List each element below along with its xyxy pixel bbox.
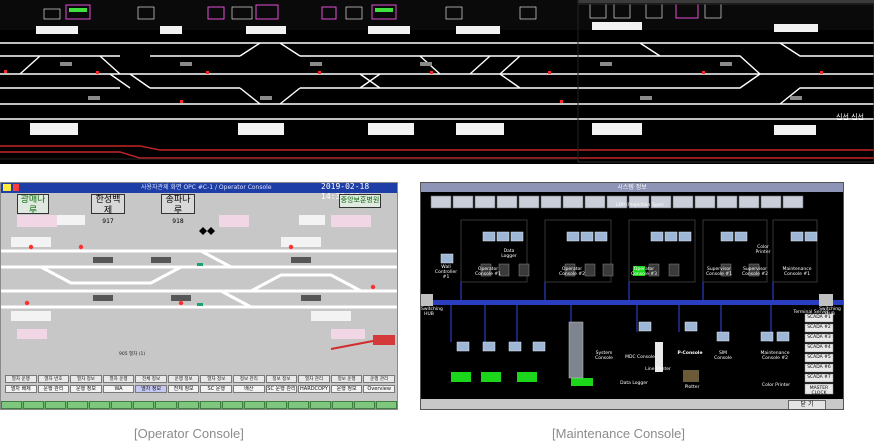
function-button[interactable]: SC 운행 관리 xyxy=(265,385,298,393)
function-button[interactable]: 열차 관리 xyxy=(298,375,330,383)
station-name-4: 중앙보훈병원 xyxy=(340,196,380,204)
function-button[interactable]: 배산 xyxy=(233,385,265,393)
maintenance-console-window: 시스템 정보 xyxy=(420,182,844,410)
hub-right-label: Switching HUB xyxy=(819,307,841,317)
overview-button[interactable]: Overview xyxy=(363,385,395,393)
lower-node-label: Plotter xyxy=(684,385,700,390)
function-button[interactable]: HARDCOPY xyxy=(298,385,330,393)
track-diagram xyxy=(0,0,874,163)
lower-node-label: Maintenance Console #2 xyxy=(760,351,790,361)
lower-node-label: SIM Console xyxy=(714,351,732,361)
function-button[interactable]: 정보 관리 xyxy=(233,375,265,383)
function-button[interactable]: 열차 정보 xyxy=(200,375,233,383)
function-button[interactable]: 정보 정보 xyxy=(265,375,298,383)
lower-node-label: Line Printer xyxy=(645,367,671,372)
terminal-server-label: Terminal Server xyxy=(793,310,829,315)
function-button[interactable]: 운행 정보 xyxy=(70,385,102,393)
node-label: Operator Console #2 xyxy=(559,267,585,277)
station-name-3: 송파나루 xyxy=(165,195,191,216)
scada-item[interactable]: SCADA #3 xyxy=(807,335,831,340)
track-overview-panel: 신선 신선 xyxy=(0,0,874,164)
function-button[interactable]: WA xyxy=(102,385,135,393)
station-box-1[interactable]: 광매나루 916 xyxy=(17,194,49,225)
scada-item[interactable]: SCADA #1 xyxy=(807,315,831,320)
node-label: Supervisor Console #2 xyxy=(742,267,768,277)
function-button[interactable]: 전체 정보 xyxy=(135,375,167,383)
function-button[interactable]: 정보 운행 xyxy=(330,375,363,383)
operator-titlebar: 사용자관제 화면 OPC #C-1 / Operator Console 201… xyxy=(1,183,397,201)
scada-item[interactable]: SCADA #4 xyxy=(807,345,831,350)
station-box-2[interactable]: 한성백제 917 xyxy=(91,194,125,225)
app-icon xyxy=(3,184,11,191)
lower-node-label: Color Printer xyxy=(761,383,791,388)
station-box-4[interactable]: 중앙보훈병원 xyxy=(339,194,381,208)
function-button[interactable]: 열차 번호 xyxy=(37,375,70,383)
status-indicator-bar xyxy=(1,401,397,409)
function-button[interactable]: 운행 관리 xyxy=(363,375,395,383)
function-button[interactable]: 운행 정보 xyxy=(330,385,363,393)
ldp-label: LDP (Projection Type) xyxy=(616,203,664,208)
station-code-2: 917 xyxy=(102,218,114,225)
hub-left-label: Switching HUB xyxy=(421,307,443,317)
lower-node-label: MDC Console xyxy=(625,355,655,360)
function-button[interactable]: SC 운행 xyxy=(200,385,233,393)
station-name-1: 광매나루 xyxy=(20,195,46,216)
function-button[interactable]: 운행 관리 xyxy=(37,385,70,393)
maintenance-footer xyxy=(421,399,843,409)
node-label: Operator Console #3 xyxy=(631,267,657,277)
function-button[interactable]: 열차 운행 xyxy=(102,375,135,383)
lower-node-label: System Console xyxy=(595,351,613,361)
maintenance-window-title: 시스템 정보 xyxy=(421,183,843,192)
function-button[interactable]: 열차 정보 xyxy=(70,375,102,383)
function-button-row-1: 열차 운행 열차 번호 열차 정보 열차 운행 전체 정보 운행 정보 열차 정… xyxy=(5,375,395,383)
node-label: Color Printer xyxy=(755,245,771,255)
operator-console-window: 사용자관제 화면 OPC #C-1 / Operator Console 201… xyxy=(0,182,398,410)
function-button[interactable]: 운행 정보 xyxy=(167,375,200,383)
lower-node-label: P-Console xyxy=(677,351,703,356)
scada-item[interactable]: SCADA #5 xyxy=(807,355,831,360)
station-code-3: 918 xyxy=(172,218,184,225)
status-note: 905 열차 (1) xyxy=(119,352,146,357)
node-label: Supervisor Console #1 xyxy=(706,267,732,277)
caption-maintenance: [Maintenance Console] xyxy=(552,426,685,441)
operator-window-title: 사용자관제 화면 OPC #C-1 / Operator Console xyxy=(141,184,272,191)
function-button-active[interactable]: 열차 정보 xyxy=(135,385,167,393)
close-button[interactable]: 닫 기 xyxy=(788,400,826,409)
station-name-2: 한성백제 xyxy=(95,195,121,216)
function-button[interactable]: 열차 배제 xyxy=(5,385,37,393)
track-corner-label: 신선 신선 xyxy=(836,113,864,121)
node-label: Maintenance Console #1 xyxy=(782,267,812,277)
network-diagram xyxy=(421,195,843,395)
node-label: Wall Controller #1 xyxy=(434,265,458,280)
alarm-icon[interactable] xyxy=(13,184,19,191)
function-button[interactable]: 전체 정보 xyxy=(167,385,200,393)
function-button-row-2: 열차 배제 운행 관리 운행 정보 WA 열차 정보 전체 정보 SC 운행 배… xyxy=(5,385,395,393)
caption-operator: [Operator Console] xyxy=(134,426,244,441)
station-box-3[interactable]: 송파나루 918 xyxy=(161,194,195,225)
scada-item[interactable]: SCADA #6 xyxy=(807,365,831,370)
scada-item[interactable]: SCADA #2 xyxy=(807,325,831,330)
node-label: Data Logger xyxy=(501,249,517,259)
function-button[interactable]: 열차 운행 xyxy=(5,375,37,383)
operator-track-diagram xyxy=(1,215,397,350)
lower-node-label: Data Logger xyxy=(620,381,648,386)
scada-item[interactable]: SCADA #7 xyxy=(807,375,831,380)
master-clock-item[interactable]: MASTER CLOCK xyxy=(809,386,829,396)
node-label: Operator Console #1 xyxy=(475,267,501,277)
